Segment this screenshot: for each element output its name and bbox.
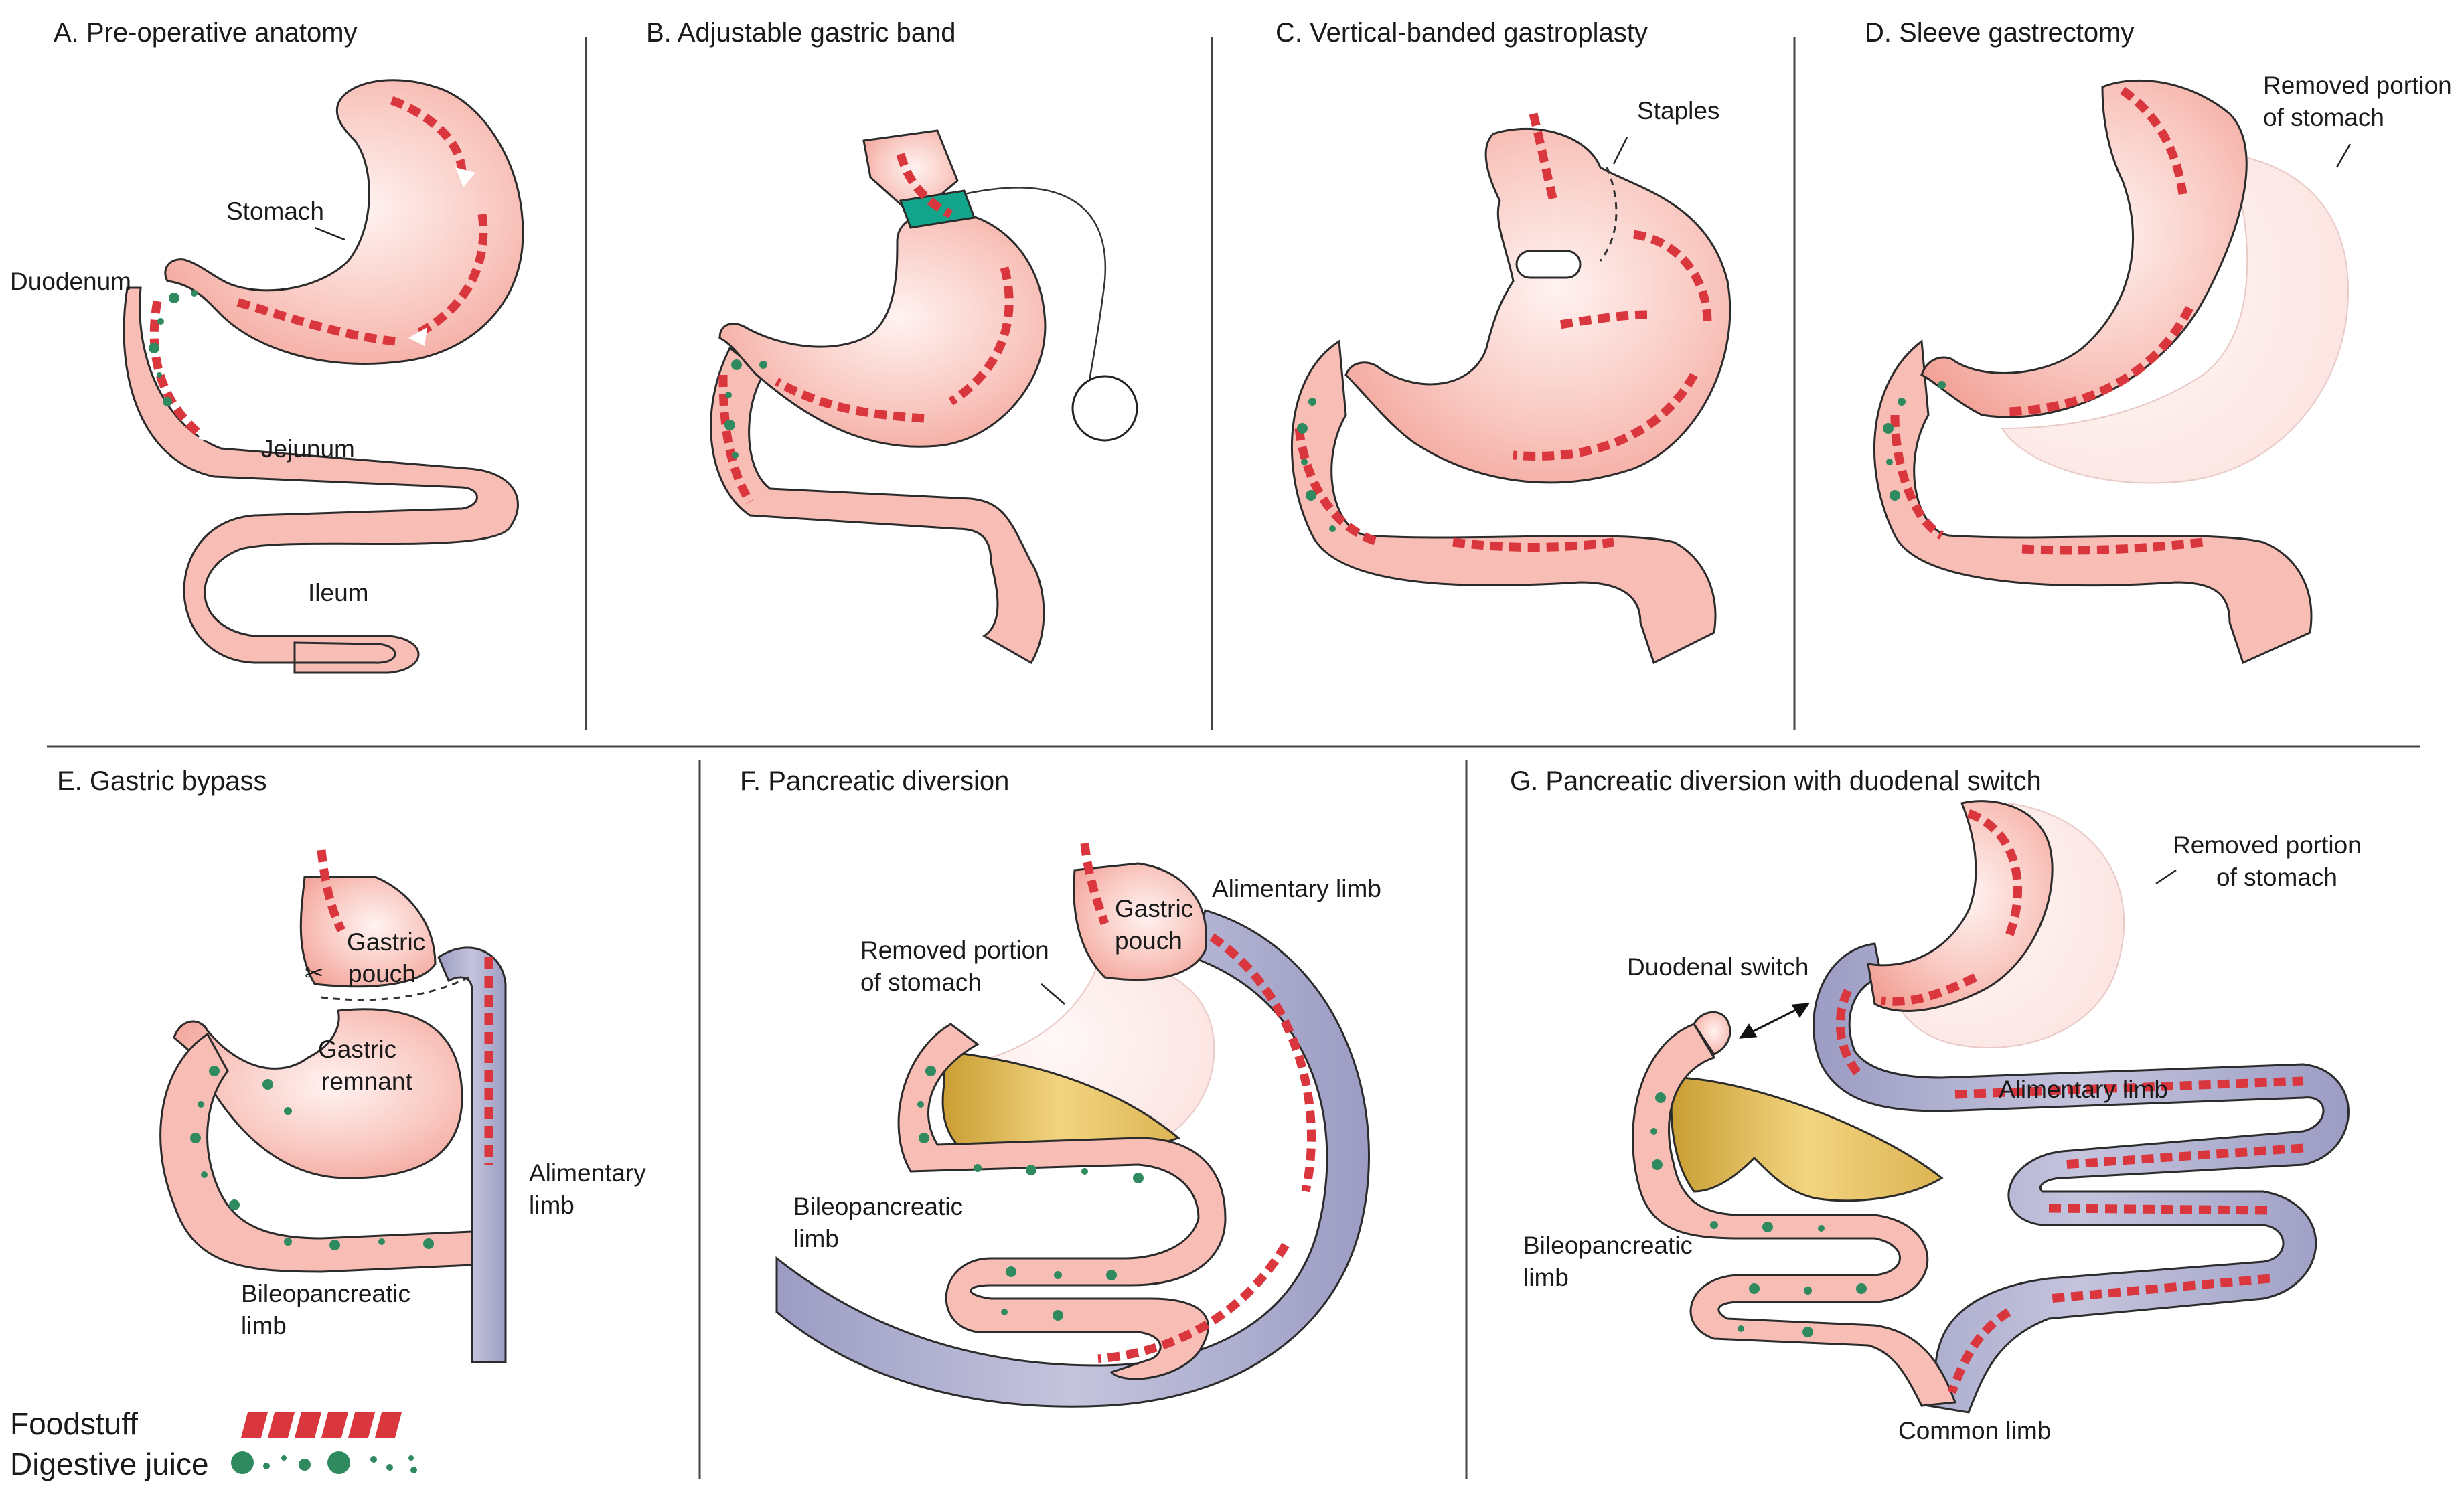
gastric-pouch	[299, 876, 437, 988]
biliopancreatic-limb	[897, 1023, 1227, 1380]
band-tube	[964, 187, 1107, 389]
label-biliopancreatic-1: Bileopancreatic	[793, 1193, 963, 1220]
gastric-remnant	[173, 1008, 463, 1179]
panel-a-title: A. Pre-operative anatomy	[54, 18, 358, 48]
panel-a-arrows	[198, 167, 475, 444]
label-biliopancreatic-2: limb	[793, 1225, 839, 1252]
panel-g-title: G. Pancreatic diversion with duodenal sw…	[1510, 766, 2042, 796]
panel-d: D. Sleeve gastrectomy Removed portion of…	[1865, 18, 2452, 665]
panel-d-title: D. Sleeve gastrectomy	[1865, 18, 2134, 48]
panel-c-title: C. Vertical-banded gastroplasty	[1276, 18, 1648, 48]
alimentary-limb	[775, 909, 1370, 1408]
label-removed-1: Removed portion	[860, 936, 1049, 964]
label-biliopancreatic-1: Bileopancreatic	[241, 1280, 410, 1307]
removed-stomach	[2001, 153, 2349, 484]
panel-c: C. Vertical-banded gastroplasty Staples	[1276, 18, 1731, 665]
panel-a-anatomy	[123, 79, 524, 674]
panel-a: A. Pre-operative anatomy Stomach Duodenu…	[10, 18, 524, 674]
panel-dividers	[47, 37, 2420, 1479]
pancreas	[1670, 1076, 1944, 1202]
label-remnant-2: remnant	[321, 1068, 412, 1095]
panel-b-title: B. Adjustable gastric band	[646, 18, 956, 48]
panel-f: F. Pancreatic diversion Gastric pouch Al…	[740, 766, 1381, 1408]
label-common-limb: Common limb	[1898, 1417, 2051, 1444]
label-removed-1: Removed portion	[2263, 72, 2452, 99]
legend: Foodstuff Digestive juice	[10, 1406, 417, 1481]
gastric-pouch	[1073, 862, 1207, 981]
label-removed-1: Removed portion	[2173, 831, 2362, 859]
intestine	[1873, 339, 2313, 665]
stomach	[164, 79, 524, 365]
intestine	[123, 286, 519, 674]
division-line	[321, 976, 469, 1001]
label-removed-2: of stomach	[860, 969, 982, 996]
label-alimentary-2: limb	[529, 1191, 574, 1219]
intestine	[710, 346, 1045, 665]
panel-f-title: F. Pancreatic diversion	[740, 766, 1009, 796]
vertical-band	[1515, 250, 1582, 279]
duodenal-switch-arrow	[1739, 1003, 1810, 1039]
label-removed-2: of stomach	[2216, 863, 2337, 891]
biliopancreatic-limb	[159, 1032, 473, 1273]
label-duodenal-switch: Duodenal switch	[1627, 953, 1808, 981]
label-staples: Staples	[1637, 97, 1719, 125]
label-biliopancreatic-2: limb	[241, 1312, 287, 1339]
digestive-juice-swatch	[231, 1451, 417, 1474]
label-remnant-1: Gastric	[318, 1036, 396, 1063]
panel-a-juice	[149, 290, 198, 406]
panel-e-title: E. Gastric bypass	[57, 766, 266, 796]
label-alimentary: Alimentary limb	[1999, 1076, 2168, 1103]
duodenal-stump	[1693, 1011, 1731, 1056]
label-pouch-2: pouch	[348, 960, 416, 987]
biliopancreatic-limb	[1632, 1023, 1957, 1407]
staple-line	[1599, 167, 1618, 262]
panel-e: E. Gastric bypass ✂ Gastric pouch Gastri…	[57, 766, 646, 1363]
label-alimentary-1: Alimentary	[529, 1159, 646, 1187]
label-ileum: Ileum	[308, 579, 368, 606]
label-alimentary: Alimentary limb	[1212, 875, 1381, 902]
legend-digestive-juice-label: Digestive juice	[10, 1446, 209, 1481]
label-biliopancreatic-1: Bileopancreatic	[1523, 1232, 1693, 1259]
label-pouch-2: pouch	[1115, 927, 1182, 955]
scissors-icon: ✂	[305, 961, 324, 986]
label-duodenum: Duodenum	[10, 268, 131, 295]
panel-g: G. Pancreatic diversion with duodenal sw…	[1510, 766, 2362, 1444]
label-removed-2: of stomach	[2263, 104, 2384, 131]
label-biliopancreatic-2: limb	[1523, 1264, 1569, 1291]
label-stomach: Stomach	[226, 197, 324, 225]
label-pouch-1: Gastric	[1115, 895, 1193, 922]
access-port	[1071, 375, 1138, 442]
stomach	[1344, 127, 1731, 484]
label-jejunum: Jejunum	[261, 435, 355, 463]
alimentary-limb	[437, 946, 507, 1363]
panel-b: B. Adjustable gastric band	[646, 18, 1138, 665]
foodstuff-swatch	[241, 1412, 402, 1438]
label-pouch-1: Gastric	[347, 928, 425, 956]
sleeve-stomach	[1920, 79, 2248, 418]
legend-foodstuff-label: Foodstuff	[10, 1406, 138, 1441]
